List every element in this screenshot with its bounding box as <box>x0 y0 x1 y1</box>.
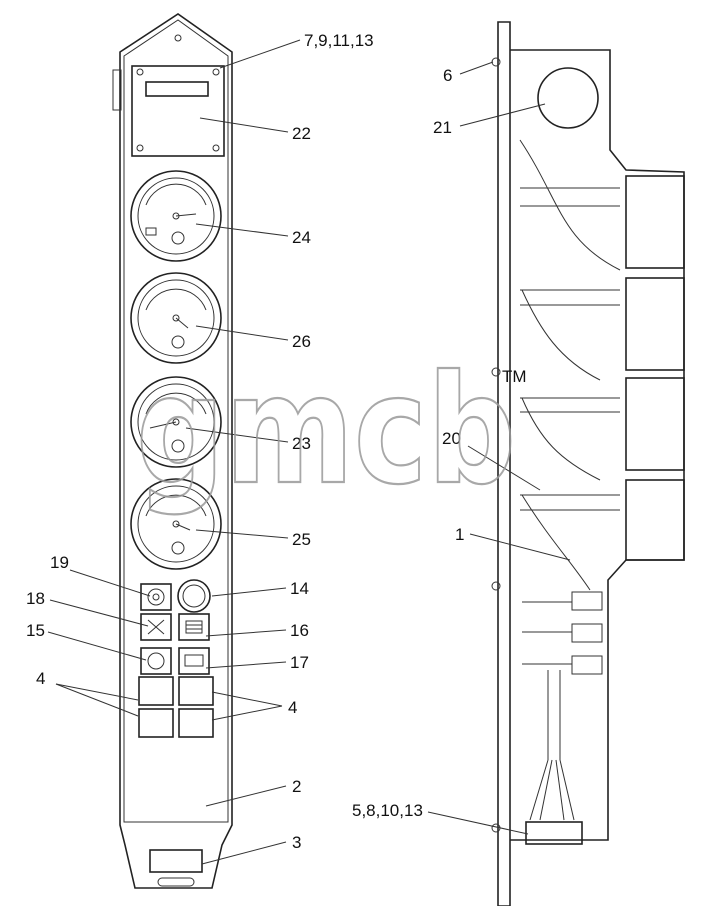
display-plate-22 <box>131 65 225 157</box>
callout-14: 14 <box>290 579 309 598</box>
watermark-text: gmcb <box>136 344 516 518</box>
callout-1: 1 <box>455 525 464 544</box>
callout-24: 24 <box>292 228 311 247</box>
callout-22: 22 <box>292 124 311 143</box>
callout-26: 26 <box>292 332 311 351</box>
leader-lines <box>47 39 571 865</box>
blank-plugs-4 <box>138 676 214 738</box>
callout-4-right: 4 <box>288 698 297 717</box>
callout-17: 17 <box>290 653 309 672</box>
bottom-clip-3 <box>149 849 203 887</box>
callout-15: 15 <box>26 621 45 640</box>
callout-21: 21 <box>433 118 452 137</box>
callout-4-left: 4 <box>36 669 45 688</box>
callout-3: 3 <box>292 833 301 852</box>
gauge-23 <box>130 376 222 468</box>
gauge-24 <box>130 170 222 262</box>
watermark-tm: TM <box>502 367 527 386</box>
callout-2: 2 <box>292 777 301 796</box>
callout-20: 20 <box>442 429 461 448</box>
callout-19: 19 <box>50 553 69 572</box>
callout-labels: 7,9,11,13 6 21 22 24 26 23 20 25 1 19 14… <box>26 31 464 852</box>
callout-23: 23 <box>292 434 311 453</box>
callout-16: 16 <box>290 621 309 640</box>
lamp-18 <box>140 613 172 641</box>
callout-25: 25 <box>292 530 311 549</box>
callout-5-8-10-13: 5,8,10,13 <box>352 801 423 820</box>
lamp-17 <box>178 647 210 675</box>
button-14 <box>177 579 211 613</box>
panel-side-view <box>491 21 685 906</box>
callout-7-9-11-13: 7,9,11,13 <box>304 31 374 50</box>
lamp-16 <box>178 613 210 641</box>
gauge-26 <box>130 272 222 364</box>
watermark-logo: gmcb TM <box>135 343 527 519</box>
gauge-25 <box>130 478 222 570</box>
panel-front-view <box>112 13 233 889</box>
lamp-19 <box>140 583 172 611</box>
callout-6: 6 <box>443 66 452 85</box>
lamp-15 <box>140 647 172 675</box>
callout-18: 18 <box>26 589 45 608</box>
